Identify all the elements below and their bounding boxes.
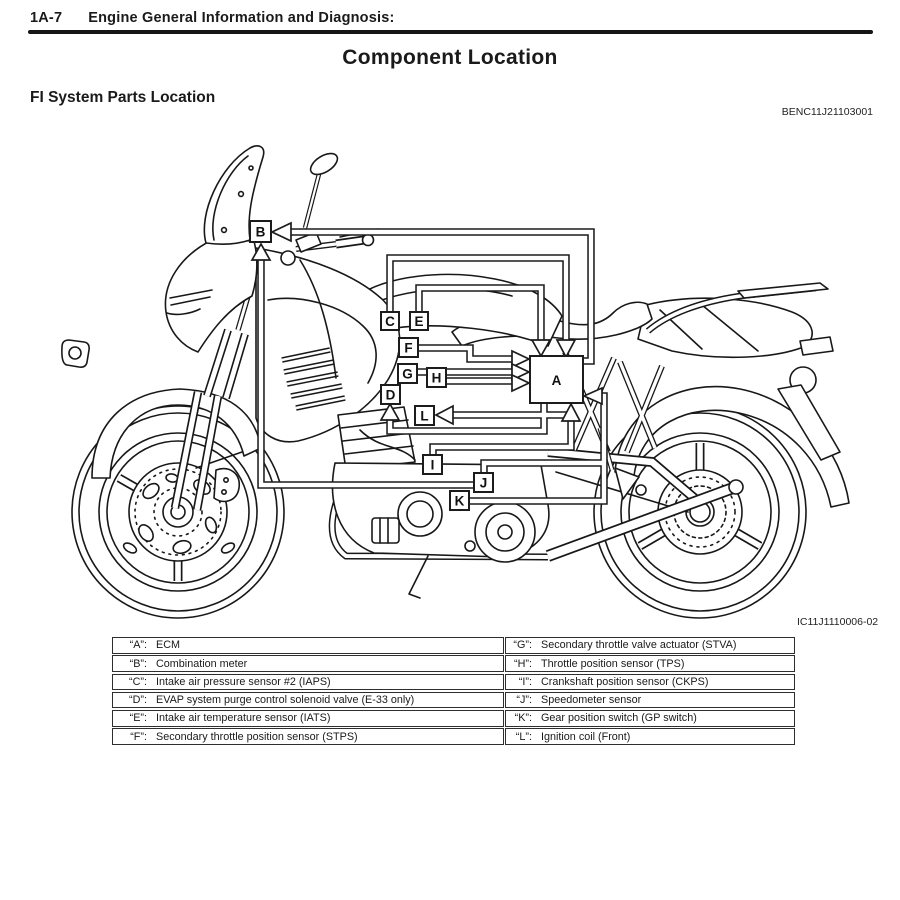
legend-desc: EVAP system purge control solenoid valve… [156,694,415,707]
figure-number: IC11J1110006-02 [797,616,879,628]
front-turn-signal [61,339,90,368]
legend-desc: Throttle position sensor (TPS) [541,657,685,670]
callout-letter-a: A [552,373,562,388]
legend-label: “B”: [129,657,147,670]
legend-desc: ECM [156,639,180,652]
callout-box-e: E [409,311,429,331]
callout-letter-l: L [420,409,428,424]
arrowhead-jk-into-a-right [581,386,603,406]
document-number: BENC11J21103001 [781,106,873,118]
front-wheel [71,405,285,619]
callout-letter-f: F [404,341,412,356]
legend-desc: Ignition coil (Front) [541,730,631,743]
callout-box-k: K [449,490,470,511]
arrowhead-into-l-right [434,404,454,426]
figure-subtitle: FI System Parts Location [30,89,216,106]
page-code: 1A-7 [30,10,63,26]
arrowhead-into-b-right [270,221,292,243]
rear-fender [614,385,850,508]
legend-label: “F”: [130,730,147,743]
callout-box-i: I [422,454,443,475]
legend-desc: Intake air pressure sensor #2 (IAPS) [156,675,331,688]
callout-box-a: A [529,355,584,404]
arrowhead-h-into-a-left [511,373,531,393]
header-rule [28,30,873,34]
windscreen [203,145,265,246]
legend-desc: Combination meter [156,657,248,670]
legend-row-l: “L”: Ignition coil (Front) [505,728,795,745]
mirror [302,152,339,229]
legend-row-f: “F”: Secondary throttle position sensor … [112,728,504,745]
legend-label: “E”: [129,712,147,725]
callout-box-c: C [380,311,400,331]
page-header: 1A-7 Engine General Information and Diag… [30,10,872,26]
callout-box-l: L [414,405,435,426]
wiring-harness [250,221,608,505]
legend-row-e: “E”: Intake air temperature sensor (IATS… [112,710,504,727]
legend-label: “H”: [514,657,532,670]
section-title: Engine General Information and Diagnosis… [88,10,395,26]
arrowhead-f-into-a-left [511,349,531,369]
callout-letter-e: E [414,314,423,329]
legend-label: “D”: [129,694,147,707]
legend-desc: Secondary throttle position sensor (STPS… [156,730,358,743]
callout-letter-h: H [432,371,442,386]
callout-box-d: D [380,384,401,405]
legend-row-g: “G”: Secondary throttle valve actuator (… [505,637,795,654]
callout-letter-g: G [402,367,413,382]
callout-box-g: G [397,363,418,384]
legend-desc: Gear position switch (GP switch) [541,712,697,725]
legend-table-right: “G”: Secondary throttle valve actuator (… [505,637,795,747]
legend-desc: Crankshaft position sensor (CKPS) [541,675,709,688]
arrowhead-c-into-a-top [555,339,577,359]
legend-label: “G”: [513,639,532,652]
callout-box-f: F [398,337,419,358]
side-fairing [255,247,401,443]
arrowhead-e-into-a-top [530,339,552,358]
legend-desc: Speedometer sensor [541,694,642,707]
harness-lines-fill [258,229,607,504]
legend-desc: Secondary throttle valve actuator (STVA) [541,639,737,652]
arrowhead-into-d-bottom [379,402,401,421]
legend-label: “L”: [515,730,532,743]
legend-label: “I”: [518,675,532,688]
callout-boxes: A B C E F G H [249,220,584,511]
legend-row-d: “D”: EVAP system purge control solenoid … [112,691,504,709]
tail-section [637,282,841,461]
legend-row-i: “I”: Crankshaft position sensor (CKPS) [505,673,795,691]
front-fairing-nose [164,239,258,353]
legend-label: “A”: [129,639,147,652]
legend-label: “C”: [129,675,147,688]
callout-letter-b: B [256,225,266,240]
page-title: Component Location [342,46,558,69]
legend-table-left: “A”: ECM “B”: Combination meter “C”: Int… [112,637,504,747]
legend-row-h: “H”: Throttle position sensor (TPS) [505,655,795,672]
callout-box-h: H [426,367,447,388]
callout-letter-d: D [386,388,396,403]
legend-label: “J”: [516,694,532,707]
callout-letter-j: J [480,476,488,491]
fi-system-diagram: A B C E F G H [61,145,850,619]
legend-row-a: “A”: ECM [112,637,504,654]
callout-box-j: J [473,472,494,493]
legend-row-c: “C”: Intake air pressure sensor #2 (IAPS… [112,673,504,691]
legend-row-b: “B”: Combination meter [112,655,504,672]
callout-letter-c: C [385,314,395,329]
callout-box-b: B [249,220,272,243]
legend-desc: Intake air temperature sensor (IATS) [156,712,331,725]
arrowhead-g-into-a-left [511,362,531,382]
arrowhead-i-into-a-bottom [560,402,582,422]
legend-label: “K”: [514,712,532,725]
legend-row-k: “K”: Gear position switch (GP switch) [505,710,795,727]
arrowhead-into-b-bottom [250,242,272,261]
legend-row-j: “J”: Speedometer sensor [505,691,795,709]
callout-letter-i: I [431,458,435,473]
callout-letter-k: K [455,494,465,509]
